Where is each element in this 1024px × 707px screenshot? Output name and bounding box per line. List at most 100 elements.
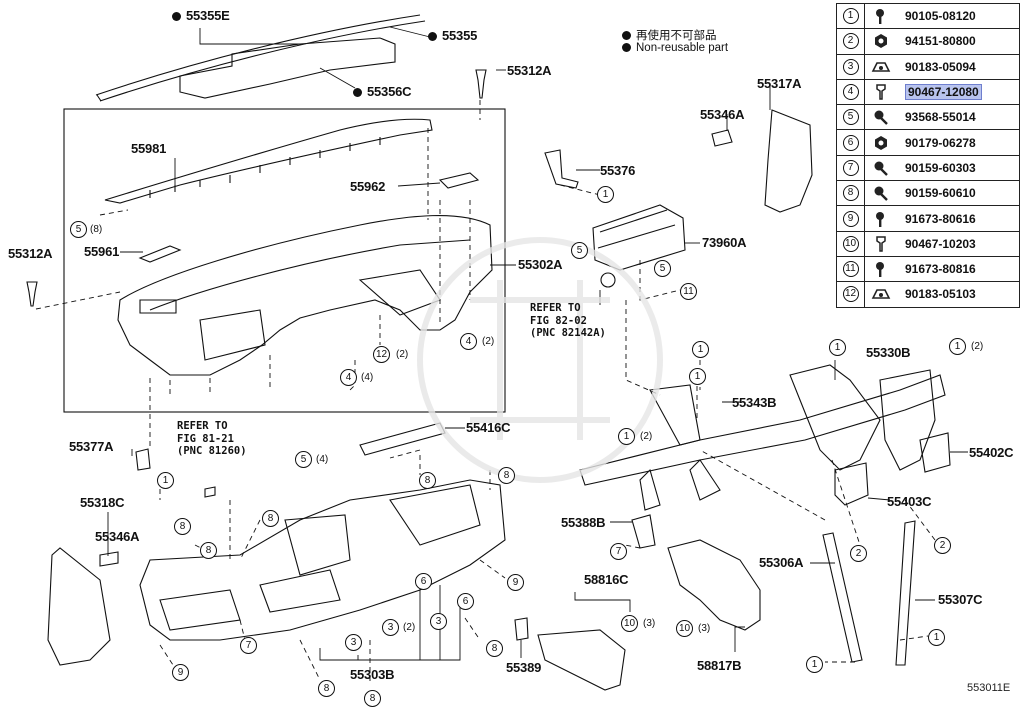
refer-note-82142A[interactable]: REFER TO FIG 82-02 (PNC 82142A) xyxy=(530,302,606,339)
callout-5[interactable]: 5 xyxy=(70,221,87,238)
upper-panel-frame xyxy=(63,108,506,413)
label-55355[interactable]: 55355 xyxy=(428,29,477,43)
label-55355E[interactable]: 55355E xyxy=(172,9,230,23)
callout-4[interactable]: 4 xyxy=(340,369,357,386)
callout-1[interactable]: 1 xyxy=(829,339,846,356)
callout-1[interactable]: 1 xyxy=(157,472,174,489)
label-55307C[interactable]: 55307C xyxy=(938,592,983,607)
label-55312A-top[interactable]: 55312A xyxy=(507,63,552,78)
label-55343B[interactable]: 55343B xyxy=(732,395,777,410)
legend-part-number: 91673-80816 xyxy=(905,262,976,277)
part-55962-vent xyxy=(438,172,480,189)
callout-3[interactable]: 3 xyxy=(345,634,362,651)
connector-81260 xyxy=(204,486,216,498)
label-55312A-left[interactable]: 55312A xyxy=(8,246,53,261)
callout-7[interactable]: 7 xyxy=(240,637,257,654)
part-55376-bracket xyxy=(544,149,579,189)
label-73960A[interactable]: 73960A xyxy=(702,235,747,250)
bullet-icon xyxy=(622,31,631,40)
legend-key: 6 xyxy=(837,130,865,155)
callout-7[interactable]: 7 xyxy=(610,543,627,560)
callout-5[interactable]: 5 xyxy=(295,451,312,468)
label-55961[interactable]: 55961 xyxy=(84,244,120,259)
callout-10[interactable]: 10 xyxy=(676,620,693,637)
label-55346A-left[interactable]: 55346A xyxy=(95,529,140,544)
label-55981[interactable]: 55981 xyxy=(131,141,167,156)
callout-5[interactable]: 5 xyxy=(654,260,671,277)
callout-2[interactable]: 2 xyxy=(934,537,951,554)
label-55346A-top[interactable]: 55346A xyxy=(700,107,745,122)
figure-id: 553011E xyxy=(967,682,1011,694)
legend-part-number: 94151-80800 xyxy=(905,34,976,49)
label-55403C[interactable]: 55403C xyxy=(887,494,932,509)
label-58816C[interactable]: 58816C xyxy=(584,572,629,587)
qty-label: (2) xyxy=(396,349,409,360)
callout-8[interactable]: 8 xyxy=(364,690,381,707)
label-55376[interactable]: 55376 xyxy=(600,163,636,178)
callout-1[interactable]: 1 xyxy=(618,428,635,445)
callout-1[interactable]: 1 xyxy=(806,656,823,673)
callout-8[interactable]: 8 xyxy=(200,542,217,559)
part-55330B-reinforcement xyxy=(579,364,946,511)
callout-9[interactable]: 9 xyxy=(172,664,189,681)
callout-1[interactable]: 1 xyxy=(928,629,945,646)
legend-part-number: 93568-55014 xyxy=(905,110,976,125)
legend-part-number: 90467-12080 xyxy=(897,84,982,101)
part-55318C-side-panel xyxy=(47,547,111,666)
label-55330B[interactable]: 55330B xyxy=(866,345,911,360)
legend-key: 10 xyxy=(837,231,865,256)
label-55318C[interactable]: 55318C xyxy=(80,495,125,510)
callout-8[interactable]: 8 xyxy=(486,640,503,657)
callout-1[interactable]: 1 xyxy=(949,338,966,355)
label-55402C[interactable]: 55402C xyxy=(969,445,1014,460)
label-55416C[interactable]: 55416C xyxy=(466,420,511,435)
non-reusable-note-jp: 再使用不可部品 xyxy=(622,27,717,43)
callout-10[interactable]: 10 xyxy=(621,615,638,632)
callout-1[interactable]: 1 xyxy=(597,186,614,203)
qty-label: (2) xyxy=(482,336,495,347)
callout-8[interactable]: 8 xyxy=(318,680,335,697)
callout-6[interactable]: 6 xyxy=(457,593,474,610)
callout-8[interactable]: 8 xyxy=(419,472,436,489)
label-55388B[interactable]: 55388B xyxy=(561,515,606,530)
callout-4[interactable]: 4 xyxy=(460,333,477,350)
callout-11[interactable]: 11 xyxy=(680,283,697,300)
refer-note-81260[interactable]: REFER TO FIG 81-21 (PNC 81260) xyxy=(177,420,247,457)
callout-6[interactable]: 6 xyxy=(415,573,432,590)
callout-5[interactable]: 5 xyxy=(571,242,588,259)
label-55306A[interactable]: 55306A xyxy=(759,555,804,570)
callout-2[interactable]: 2 xyxy=(850,545,867,562)
callout-9[interactable]: 9 xyxy=(507,574,524,591)
qty-label: (8) xyxy=(90,224,103,235)
label-55389[interactable]: 55389 xyxy=(506,660,542,675)
label-55302A[interactable]: 55302A xyxy=(518,257,563,272)
callout-8[interactable]: 8 xyxy=(262,510,279,527)
label-55356C[interactable]: 55356C xyxy=(353,85,412,99)
label-55377A[interactable]: 55377A xyxy=(69,439,114,454)
callout-1[interactable]: 1 xyxy=(692,341,709,358)
qty-label: (3) xyxy=(698,623,711,634)
callout-8[interactable]: 8 xyxy=(174,518,191,535)
callout-8[interactable]: 8 xyxy=(498,467,515,484)
clip-icon xyxy=(865,235,897,253)
label-55303B[interactable]: 55303B xyxy=(350,667,395,682)
label-55317A[interactable]: 55317A xyxy=(757,76,802,91)
label-55962[interactable]: 55962 xyxy=(350,179,386,194)
callout-3[interactable]: 3 xyxy=(430,613,447,630)
label-58817B[interactable]: 58817B xyxy=(697,658,742,673)
callout-1[interactable]: 1 xyxy=(689,368,706,385)
callout-12[interactable]: 12 xyxy=(373,346,390,363)
callout-3[interactable]: 3 xyxy=(382,619,399,636)
